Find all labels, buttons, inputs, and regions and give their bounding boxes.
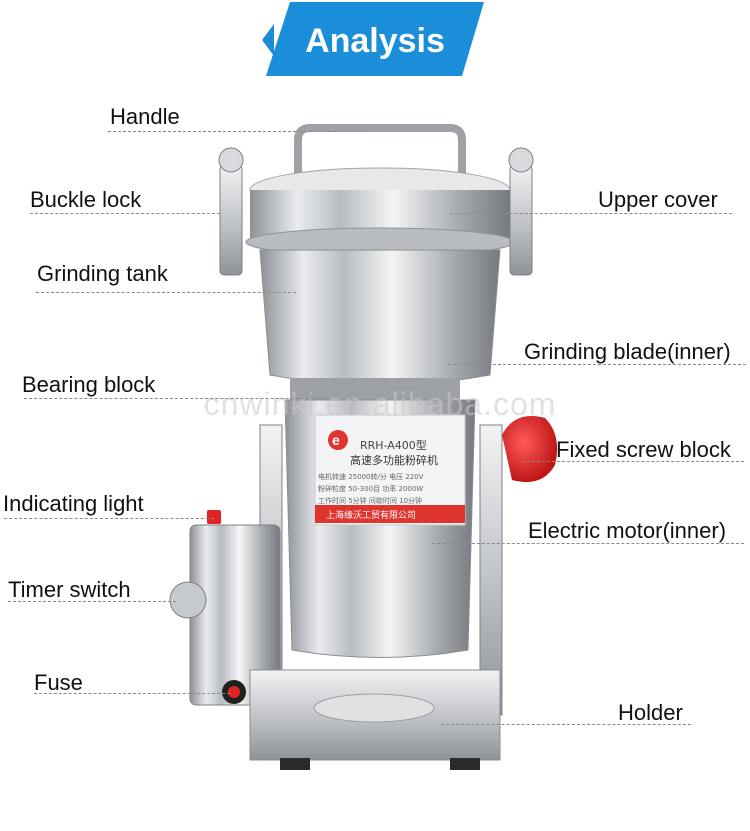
leader-indicating-light [4,518,214,519]
leader-grinding-blade [448,364,746,365]
product-company: 上海缘沃工贸有限公司 [326,511,417,521]
label-electric-motor: Electric motor(inner) [528,518,727,543]
leader-timer-switch [8,601,176,602]
grinder-machine-illustration [169,124,558,770]
leader-fuse [34,693,230,694]
product-model: RRH-A400型 [360,439,427,452]
product-logo: e [332,432,340,448]
label-timer-switch: Timer switch [8,577,131,602]
label-grinding-blade: Grinding blade(inner) [524,339,731,364]
leader-buckle-lock [30,213,220,214]
label-fuse: Fuse [34,670,83,695]
label-buckle-lock: Buckle lock [30,187,142,212]
label-grinding-tank: Grinding tank [37,261,168,286]
banner-title: Analysis [305,22,445,60]
label-holder: Holder [618,700,683,725]
product-spec-3: 工作时间 5分钟 间歇时间 10分钟 [318,497,423,505]
product-name: 高速多功能粉碎机 [350,454,438,467]
watermark: cnwinki.en.alibaba.com [203,386,557,422]
leader-bearing-block [24,398,329,399]
label-indicating-light: Indicating light [3,491,144,516]
label-bearing-block: Bearing block [22,372,156,397]
leader-holder [441,724,691,725]
leader-fixed-screw-block [522,461,744,462]
label-fixed-screw-block: Fixed screw block [556,437,731,462]
banner-shape [262,2,484,76]
leader-electric-motor [432,543,744,544]
leader-upper-cover [450,213,732,214]
leader-grinding-tank [36,292,296,293]
product-spec-1: 电机转速 25000转/分 电压 220V [318,473,424,481]
leader-handle [108,131,366,132]
label-handle: Handle [110,104,180,129]
product-spec-2: 粉碎粒度 50-300目 功率 2000W [318,485,424,493]
label-upper-cover: Upper cover [598,187,718,212]
